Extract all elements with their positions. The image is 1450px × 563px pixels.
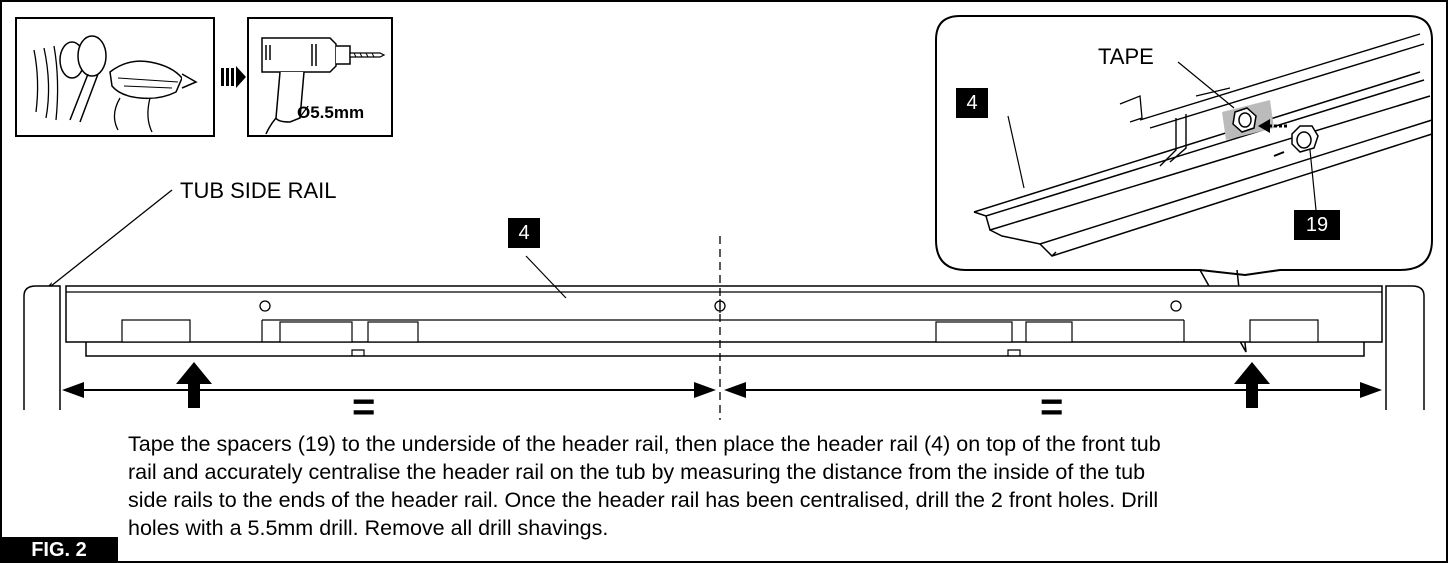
- tub-side-rail-right: [1385, 285, 1425, 410]
- instruction-line: side rails to the ends of the header rai…: [128, 488, 1159, 512]
- equal-distance-left: =: [352, 385, 376, 429]
- header-rail-leader: [525, 255, 567, 299]
- equal-distance-right: =: [1040, 385, 1064, 429]
- dimension-line-right: [724, 382, 1382, 398]
- detail-rail-number: 4: [956, 88, 988, 118]
- hammer-and-punch-icon: [15, 17, 215, 137]
- instruction-line: Tape the spacers (19) to the underside o…: [128, 432, 1161, 456]
- header-rail-number: 4: [508, 218, 540, 248]
- instruction-line: holes with a 5.5mm drill. Remove all dri…: [128, 516, 609, 540]
- drill-size-label: Ø5.5mm: [297, 103, 365, 122]
- tub-side-rail-left: [23, 285, 61, 410]
- dimension-line-left: [62, 382, 716, 398]
- instruction-line: rail and accurately centralise the heade…: [128, 460, 1146, 484]
- instruction-text: Tape the spacers (19) to the underside o…: [128, 430, 1428, 542]
- tape-label: TAPE: [1098, 44, 1154, 69]
- drill-position-arrow-left: [176, 362, 212, 408]
- header-rail: [65, 285, 1383, 357]
- tub-side-rail-label: TUB SIDE RAIL: [180, 178, 337, 203]
- figure-label: FIG. 2: [0, 537, 118, 563]
- spacer-19: [1291, 125, 1319, 153]
- spacer-on-tape: [1232, 107, 1257, 133]
- arrow-right-icon: [221, 66, 246, 88]
- power-drill-icon: [247, 17, 393, 137]
- spacer-number: 19: [1294, 210, 1340, 240]
- drill-position-arrow-right: [1234, 362, 1270, 408]
- tub-side-rail-leader: [45, 189, 173, 291]
